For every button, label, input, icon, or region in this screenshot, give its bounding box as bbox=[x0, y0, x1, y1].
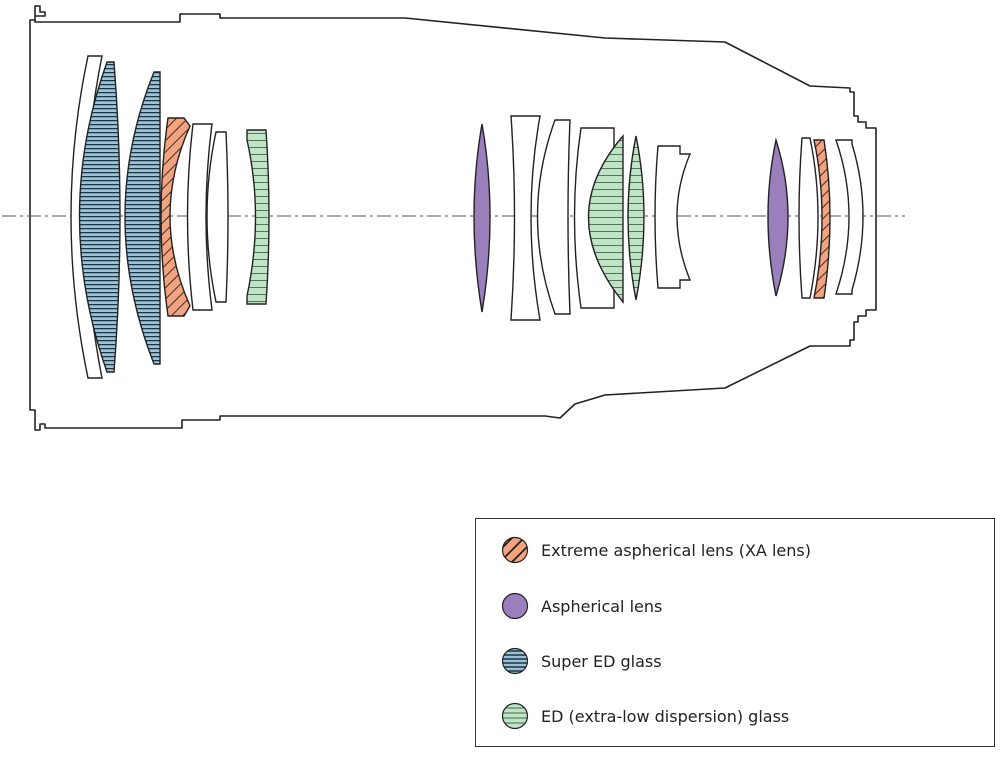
legend: Extreme aspherical lens (XA lens) Aspher… bbox=[475, 518, 995, 747]
ed-glass-element-1 bbox=[246, 129, 270, 305]
legend-swatch-xa-icon bbox=[501, 536, 529, 564]
super-ed-glass-element-1 bbox=[78, 61, 121, 373]
legend-label-super-ed: Super ED glass bbox=[541, 651, 662, 671]
lens-element-8 bbox=[798, 137, 819, 299]
super-ed-glass-element-2 bbox=[124, 71, 161, 365]
lens-element-3 bbox=[206, 131, 229, 303]
legend-item-super-ed: Super ED glass bbox=[500, 646, 662, 676]
legend-swatch-aspherical-icon bbox=[501, 592, 529, 620]
lens-element-4 bbox=[510, 115, 541, 321]
legend-label-ed: ED (extra-low dispersion) glass bbox=[541, 706, 790, 726]
xa-lens-element-2 bbox=[813, 139, 831, 299]
legend-label-xa: Extreme aspherical lens (XA lens) bbox=[541, 540, 811, 560]
lens-element-2 bbox=[186, 123, 213, 311]
aspherical-lens-element-1 bbox=[473, 123, 491, 313]
legend-swatch-super-ed-icon bbox=[501, 647, 529, 675]
legend-label-aspherical: Aspherical lens bbox=[541, 596, 663, 616]
lens-element-5 bbox=[536, 119, 571, 315]
legend-item-aspherical: Aspherical lens bbox=[500, 591, 662, 621]
aspherical-lens-element-2 bbox=[767, 137, 789, 297]
legend-item-ed: ED (extra-low dispersion) glass bbox=[500, 701, 789, 731]
xa-lens-element-1 bbox=[160, 117, 191, 317]
lens-element-9 bbox=[835, 139, 864, 295]
lens-element-7 bbox=[654, 145, 692, 289]
legend-swatch-ed-icon bbox=[501, 702, 529, 730]
ed-glass-element-3 bbox=[627, 135, 645, 301]
lens-barrel-outline bbox=[29, 5, 877, 431]
ed-glass-element-2 bbox=[587, 134, 624, 304]
legend-item-xa: Extreme aspherical lens (XA lens) bbox=[500, 535, 811, 565]
